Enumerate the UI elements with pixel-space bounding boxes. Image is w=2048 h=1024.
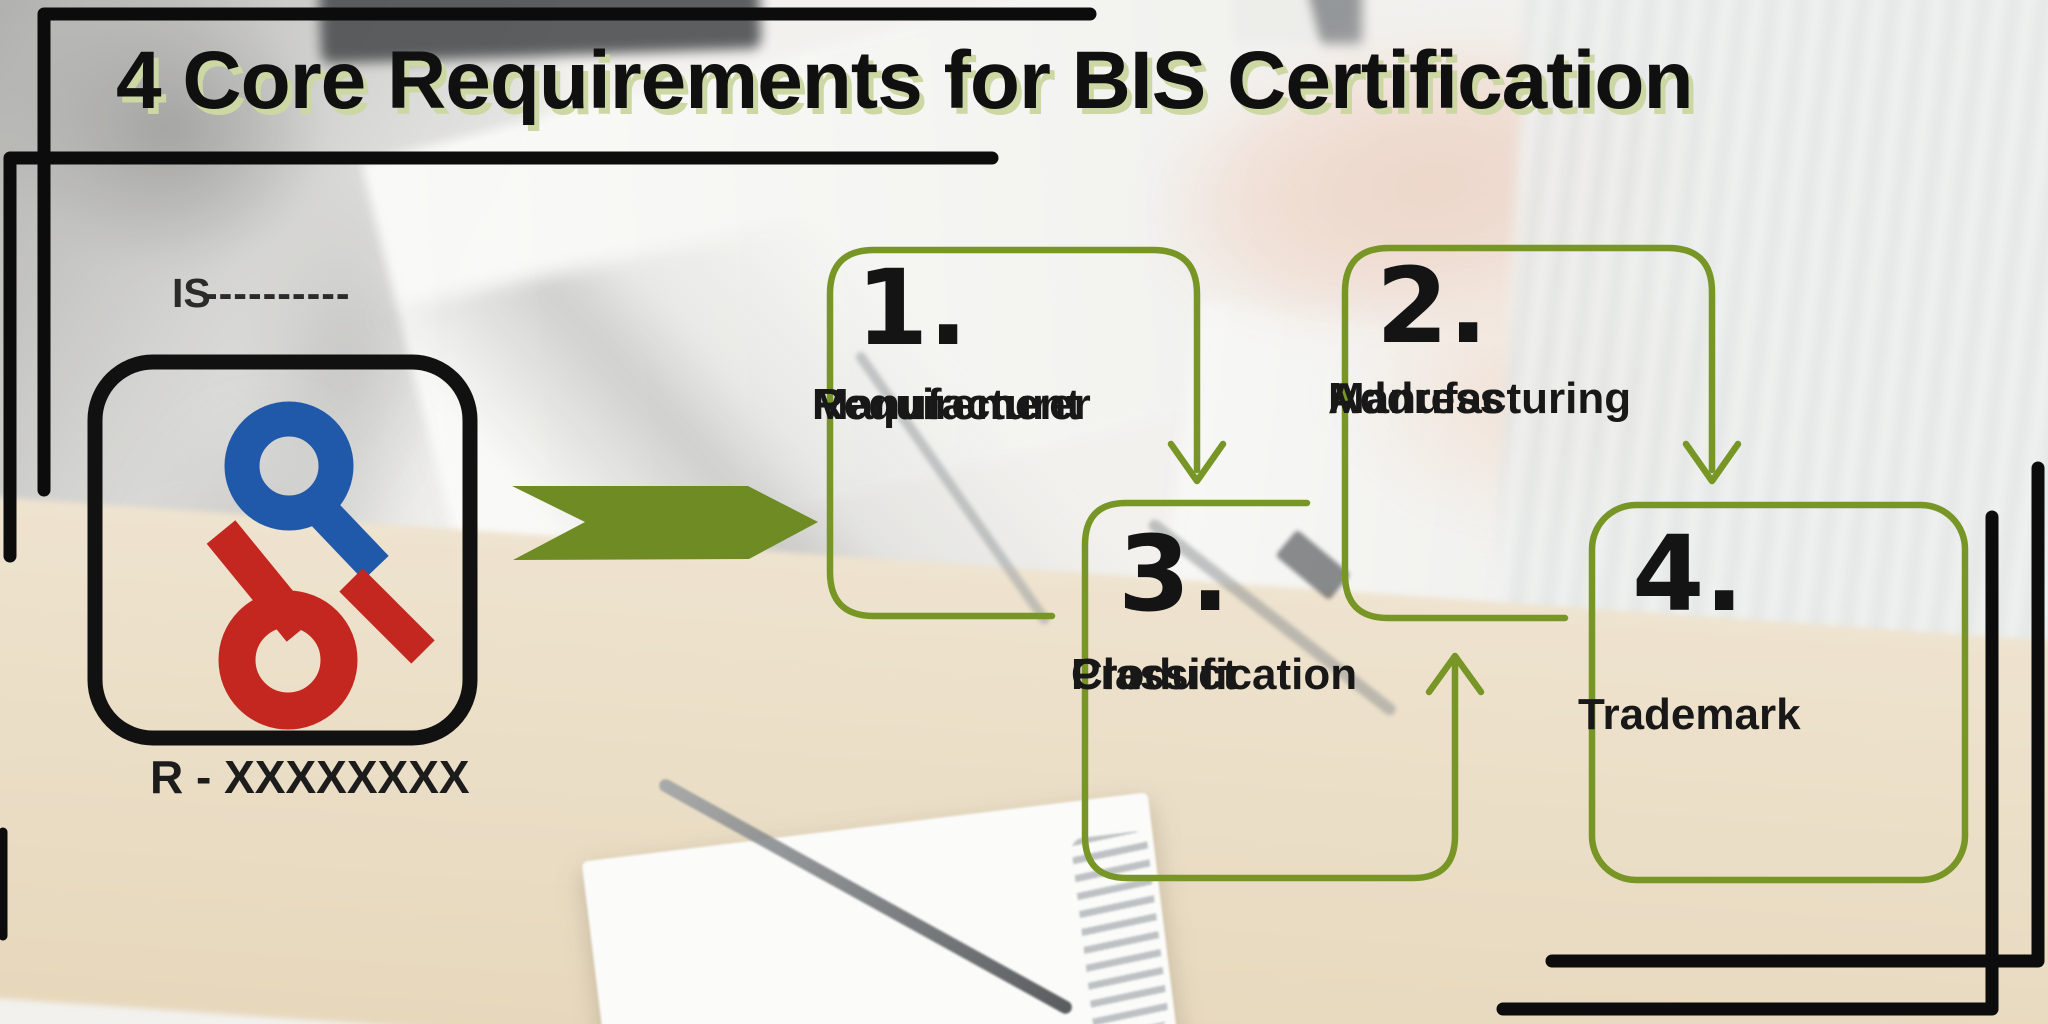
- corner-frame-top-left-outer: [37, 7, 1097, 497]
- step1-box-outline: [826, 246, 1201, 620]
- step-3-label-line-2: Classification: [1071, 650, 1358, 699]
- step4-box-outline: [1588, 501, 1969, 884]
- step-3-label-line-1: Product: [1071, 650, 1238, 699]
- step-2-label-line-2: Address: [1328, 374, 1505, 423]
- arrow-down-step2-icon: [1682, 440, 1742, 485]
- bis-logo: [87, 354, 478, 746]
- arrow-down-step1-icon: [1167, 440, 1227, 485]
- step3-box-outline: [1081, 499, 1459, 882]
- is-dashes: ----------: [204, 270, 351, 316]
- arrow-up-step3-icon: [1425, 652, 1485, 696]
- corner-frame-bottom-right-inner: [1496, 510, 1999, 1016]
- step-4-label-line-1: Trademark: [1578, 690, 1801, 739]
- step-2-label-line-1: Manufacturing: [1328, 374, 1632, 423]
- logo-frame: [87, 354, 478, 746]
- step-1-label-line-1: Manufacturer: [812, 380, 1091, 429]
- flow-arrow-icon: [512, 486, 818, 560]
- step-1-label-line-2: Requirement: [812, 380, 1081, 429]
- step-2-number: 2.: [1376, 245, 1488, 367]
- logo-monogram-red: [206, 520, 435, 730]
- step-1-number: 1.: [856, 247, 968, 369]
- corner-frame-bottom-right-outer: [1545, 461, 2045, 968]
- step2-box-outline: [1341, 244, 1716, 622]
- step-4-number: 4.: [1632, 513, 1744, 635]
- corner-frame-top-left-inner: [3, 151, 999, 563]
- logo-monogram-blue: [224, 401, 389, 581]
- page-title: 4 Core Requirements for BIS Certificatio…: [116, 35, 1694, 126]
- step-3-number: 3.: [1118, 513, 1230, 635]
- is-label-text: IS: [172, 270, 211, 316]
- registration-number-label: R - XXXXXXXX: [150, 751, 470, 803]
- is-standard-label: IS----------: [172, 270, 351, 317]
